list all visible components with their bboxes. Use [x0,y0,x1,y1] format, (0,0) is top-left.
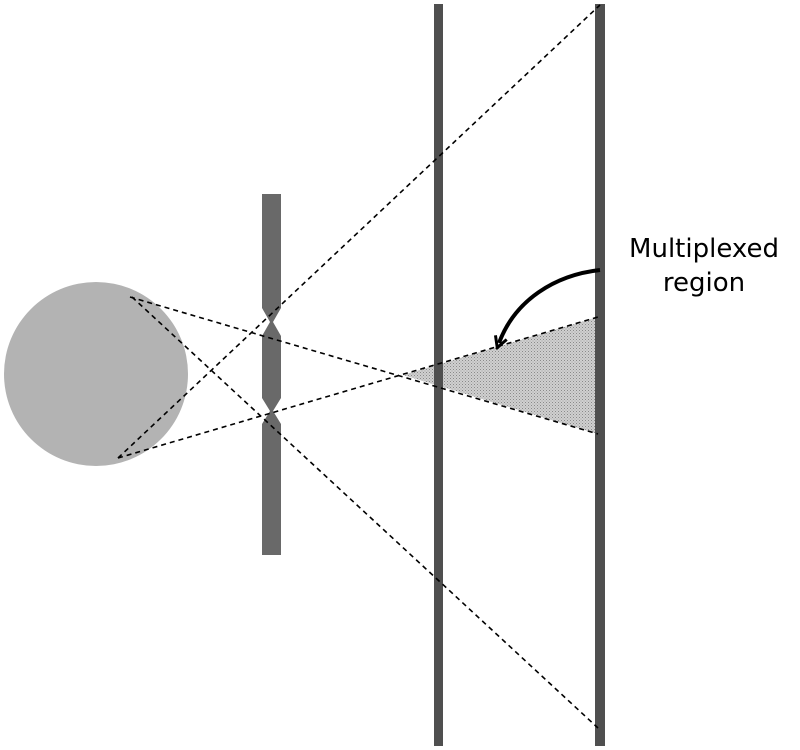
aperture-mask [262,194,281,555]
ray-bottom-pinhole-lower [117,316,599,459]
multiplexed-region-label: Multiplexed region [629,234,779,298]
detector-plane-near [434,4,443,746]
ray-top-pinhole-lower [117,4,601,459]
source-disc [4,282,188,466]
ray-lines [117,4,601,729]
detector-plane-far [595,4,605,746]
ray-top-pinhole-upper [129,296,599,435]
multiplexed-region [403,317,598,434]
ray-bottom-pinhole-upper [131,296,599,729]
annotation-arrow [499,268,601,343]
